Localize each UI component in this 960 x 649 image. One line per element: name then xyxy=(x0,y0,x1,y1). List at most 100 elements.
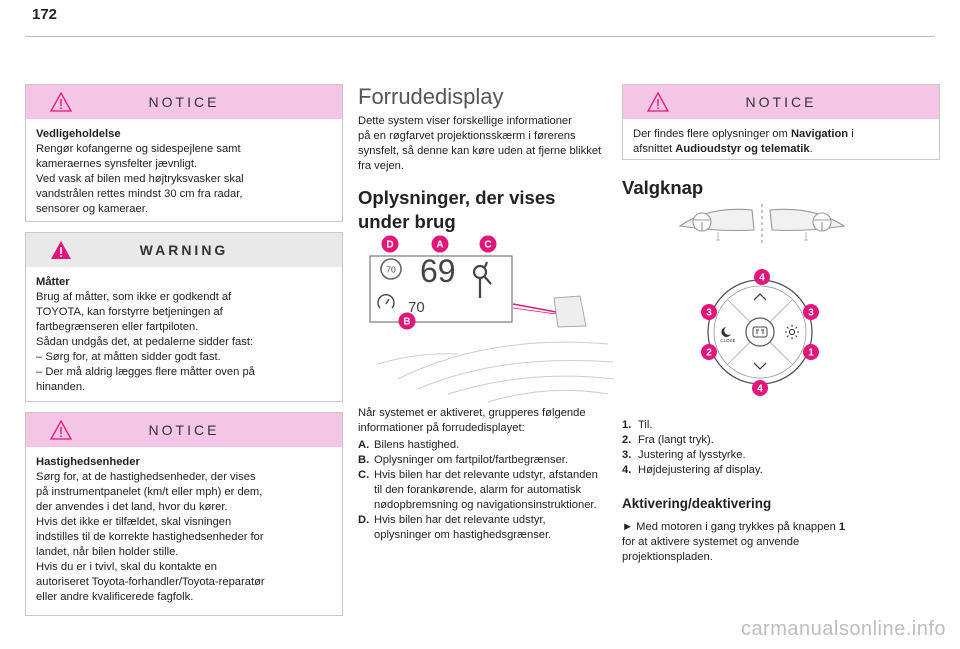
notice-label: NOTICE xyxy=(148,422,220,438)
notice-header: NOTICE xyxy=(26,413,342,447)
cruise-control-icon xyxy=(377,294,395,309)
left-dash-sketch xyxy=(678,208,755,241)
callout-4-top: 4 xyxy=(754,269,770,285)
warning-line: Sådan undgås det, at pedalerne sidder fa… xyxy=(36,336,254,348)
watermark: carmanualsonline.info xyxy=(740,618,946,640)
list-key: 2. xyxy=(622,434,632,446)
notice-line: autoriseret Toyota-forhandler/Toyota-rep… xyxy=(36,576,265,588)
notice-title: Vedligeholdelse xyxy=(36,128,121,140)
warning-line: – Sørg for, at måtten sidder godt fast. xyxy=(36,351,221,363)
list-item: D. Hvis bilen har det relevante udstyr,o… xyxy=(358,513,630,543)
brightness-sun-icon xyxy=(785,325,799,339)
list-item: 2. Fra (langt tryk). xyxy=(622,433,922,448)
list-text: nødopbremsning og navigationsinstruktion… xyxy=(374,499,597,511)
notice-line: på instrumentpanelet (km/t eller mph) er… xyxy=(36,486,263,498)
notice-line: der anvendes i det land, hvor du kører. xyxy=(36,501,228,513)
notice-title: Hastighedsenheder xyxy=(36,456,140,468)
dashboard-location-figure xyxy=(678,204,846,244)
list-text: Til. xyxy=(638,419,653,431)
after-figure-paragraph: Når systemet er aktiveret, grupperes føl… xyxy=(358,406,630,436)
notice-line: vandstrålen rettes mindst 30 cm fra rada… xyxy=(36,188,243,200)
right-dash-sketch xyxy=(769,208,846,241)
notice-label: NOTICE xyxy=(745,94,817,110)
list-text: Bilens hastighed. xyxy=(374,439,460,451)
notice-line: Sørg for, at de hastighedsenheder, der v… xyxy=(36,471,256,483)
notice-text: . xyxy=(809,143,813,155)
list-text: til den forankørende, alarm for automati… xyxy=(374,484,582,496)
warning-box-mats: WARNING Måtter Brug af måtter, som ikke … xyxy=(25,232,343,402)
callout-4-text: 4 xyxy=(757,384,763,395)
page-number: 172 xyxy=(32,6,58,23)
list-item: 1.Til. xyxy=(622,418,922,433)
intro-paragraph: Dette system viser forskellige informati… xyxy=(358,114,630,174)
intro-line: Dette system viser forskellige informati… xyxy=(358,115,572,127)
callout-a-text: A xyxy=(436,240,443,251)
list-text: Fra (langt tryk). xyxy=(638,434,714,446)
down-arrow-icon xyxy=(753,362,767,370)
subsection-title-activation: Aktivering/deaktivering xyxy=(622,496,772,511)
notice-text: afsnittet xyxy=(633,143,676,155)
center-button xyxy=(745,317,775,347)
navigation-roundabout-icon xyxy=(472,261,492,298)
list-text: Hvis bilen har det relevante udstyr, afs… xyxy=(374,469,598,481)
activation-paragraph: ► Med motoren i gang trykkes på knappen … xyxy=(622,520,922,565)
notice-box-navigation: NOTICE Der findes flere oplysninger om N… xyxy=(622,84,940,160)
dashboard-sketch xyxy=(377,341,615,403)
up-arrow-icon xyxy=(753,293,767,301)
warning-line: – Der må aldrig lægges flere måtter oven… xyxy=(36,366,255,378)
callout-c: C xyxy=(479,235,497,253)
notice-header: NOTICE xyxy=(623,85,939,119)
list-key: C. xyxy=(358,469,370,481)
callout-4-text: 4 xyxy=(759,273,765,284)
list-key: 4. xyxy=(622,464,632,476)
callout-3-left: 3 xyxy=(701,304,717,320)
notice-line: landet, når bilen holder stille. xyxy=(36,546,179,558)
warning-label: WARNING xyxy=(139,242,229,258)
notice-line: Ved vask af bilen med højtryksvasker ska… xyxy=(36,173,244,185)
list-text: oplysninger om hastighedsgrænser. xyxy=(374,529,552,541)
warning-line: Brug af måtter, som ikke er godkendt af xyxy=(36,291,232,303)
callout-4-bottom: 4 xyxy=(752,380,768,396)
callout-b-text: B xyxy=(403,317,410,328)
callout-2: 2 xyxy=(701,344,717,360)
arrow-bullet-icon: ► xyxy=(622,521,634,533)
callout-d: D xyxy=(381,235,399,253)
notice-line: eller andre kvalificerede fagfolk. xyxy=(36,591,194,603)
notice-box-speed-units: NOTICE Hastighedsenheder Sørg for, at de… xyxy=(25,412,343,616)
close-label: CLOSE xyxy=(720,338,735,343)
section-title: Forrudedisplay xyxy=(358,84,504,109)
list-text: Hvis bilen har det relevante udstyr, xyxy=(374,514,546,526)
list-key: 3. xyxy=(622,449,632,461)
warning-line: TOYOTA, kan forstyrre betjeningen af xyxy=(36,306,223,318)
list-item: 4.Højdejustering af display. xyxy=(622,463,922,478)
intro-line: fra vejen. xyxy=(358,160,405,172)
list-text: Justering af lysstyrke. xyxy=(638,449,746,461)
list-item: A.Bilens hastighed. xyxy=(358,438,630,453)
hud-display-figure: 70 69 70 D A C B xyxy=(369,235,615,403)
notice-line: Hvis du er i tvivl, skal du kontakte en xyxy=(36,561,217,573)
sign-speed-text: 70 xyxy=(386,265,396,275)
notice-text: Der findes flere oplysninger om xyxy=(633,128,791,140)
warning-title: Måtter xyxy=(36,276,70,288)
notice-text: i xyxy=(848,128,854,140)
caution-icon xyxy=(50,420,72,440)
callout-a: A xyxy=(431,235,449,253)
callout-3-text: 3 xyxy=(706,308,712,319)
notice-box-maintenance: NOTICE Vedligeholdelse Rengør kofangerne… xyxy=(25,84,343,222)
vehicle-speed-text: 69 xyxy=(420,253,456,289)
caution-icon xyxy=(647,92,669,112)
callout-d-text: D xyxy=(386,240,393,251)
list-item: 3. Justering af lysstyrke. xyxy=(622,448,922,463)
callout-2-text: 2 xyxy=(706,348,712,359)
list-text: Oplysninger om fartpilot/fartbegrænser. xyxy=(374,454,569,466)
section-title-valgknap: Valgknap xyxy=(622,177,704,198)
selector-list: 1.Til. 2. Fra (langt tryk). 3. Justering a… xyxy=(622,418,922,478)
subtitle-line: under brug xyxy=(358,211,456,232)
top-divider xyxy=(25,36,935,37)
after-line: Når systemet er aktiveret, grupperes føl… xyxy=(358,407,586,419)
subtitle-line: Oplysninger, der vises xyxy=(358,187,556,208)
display-info-list: A.Bilens hastighed. B.Oplysninger om far… xyxy=(358,438,630,543)
list-item: C. Hvis bilen har det relevante udstyr, … xyxy=(358,468,630,513)
caution-icon xyxy=(50,92,72,112)
notice-line: Rengør kofangerne og sidespejlene samt xyxy=(36,143,241,155)
